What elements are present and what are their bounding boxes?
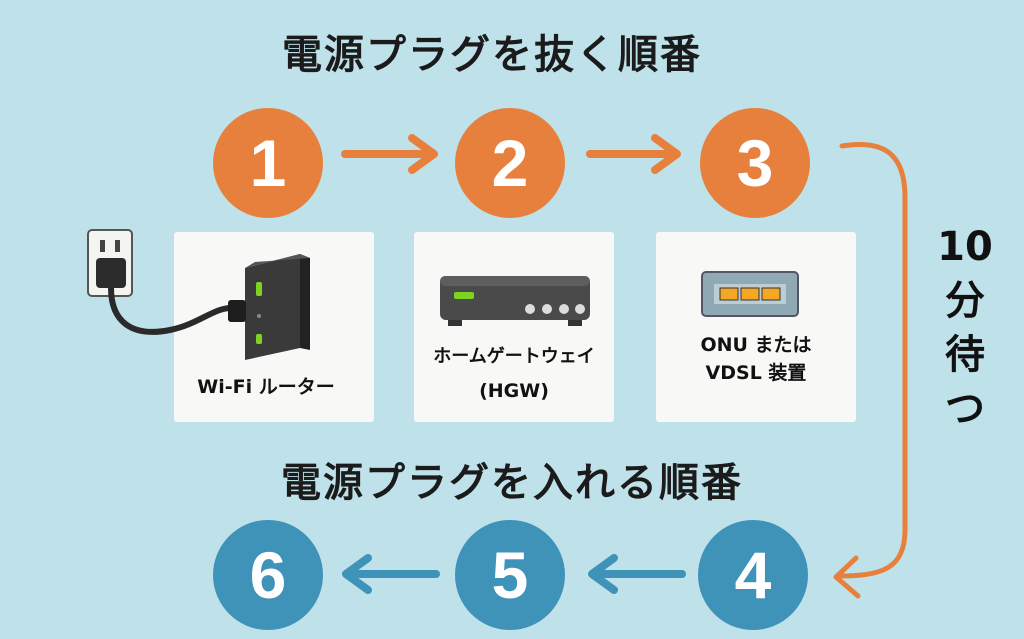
home-gateway-icon [440, 276, 590, 326]
wait-connector-arrow [833, 141, 908, 599]
hgw-label-line1: ホームゲートウェイ [433, 346, 595, 367]
plug-icon [96, 258, 238, 335]
arrow-left-icon [588, 554, 686, 594]
hgw-card: ホームゲートウェイ (HGW) [414, 232, 614, 422]
onu-card: ONU または VDSL 装置 [656, 232, 856, 422]
step-5-circle: 5 [455, 520, 565, 630]
step-2-circle: 2 [455, 108, 565, 218]
plugin-order-title: 電源プラグを入れる順番 [281, 460, 743, 506]
arrow-right-icon [341, 134, 438, 174]
router-icon [228, 254, 310, 360]
hgw-label-line2: (HGW) [479, 380, 549, 402]
step-1-circle: 1 [213, 108, 323, 218]
unplug-order-title: 電源プラグを抜く順番 [282, 32, 702, 78]
step-4-circle: 4 [698, 520, 808, 630]
step-6-circle: 6 [213, 520, 323, 630]
onu-device-icon [701, 271, 799, 317]
onu-label-line2: VDSL 装置 [705, 362, 807, 384]
arrow-left-icon [342, 554, 440, 594]
router-label: Wi-Fi ルーター [197, 376, 335, 398]
onu-label-line1: ONU または [700, 334, 812, 356]
wait-char-3: 待 [945, 332, 985, 378]
step-3-circle: 3 [700, 108, 810, 218]
wait-char-4: つ [945, 386, 985, 432]
arrow-right-icon [586, 134, 681, 174]
wait-text: 10 分 待 つ [930, 220, 1000, 436]
wait-char-1: 10 [937, 224, 993, 270]
wait-char-2: 分 [945, 278, 985, 324]
